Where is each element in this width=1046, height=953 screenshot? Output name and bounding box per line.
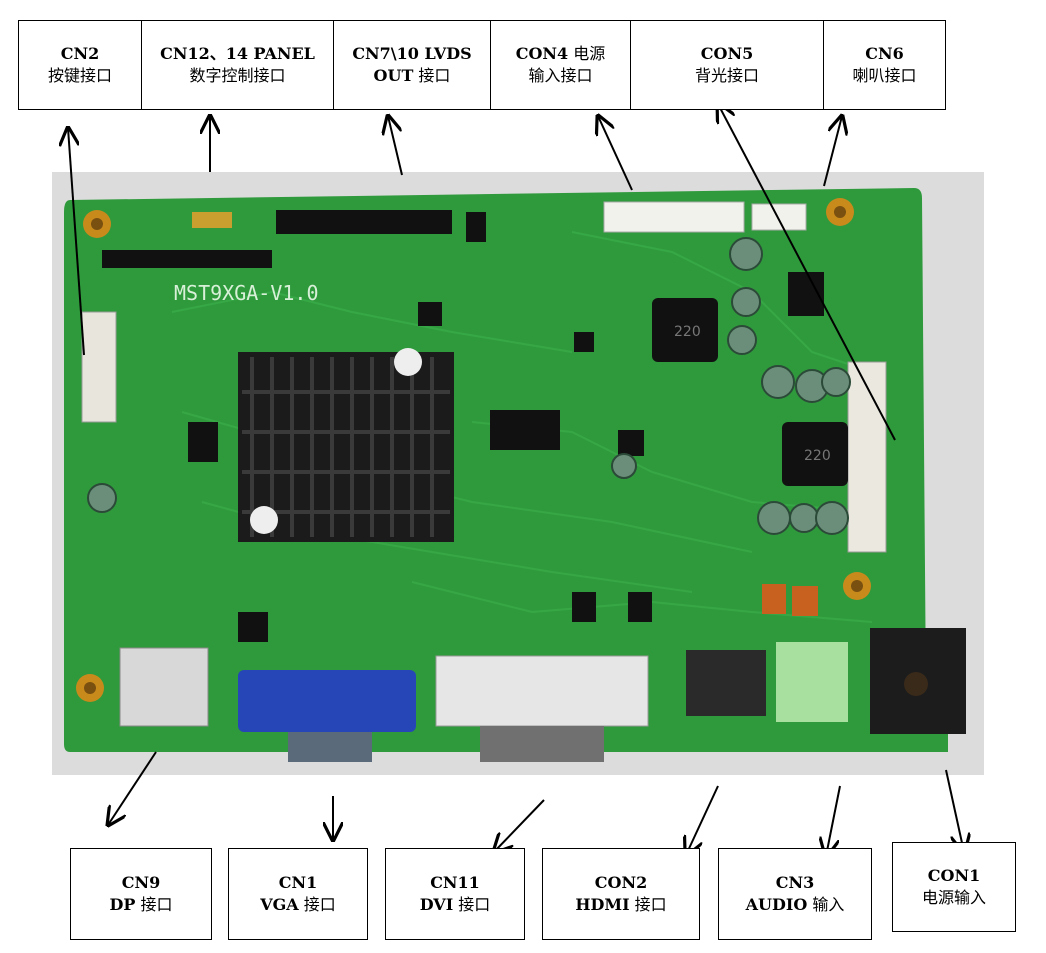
- cn11-dvi-port: [435, 655, 649, 727]
- label-cn7-desc: OUT 接口: [374, 65, 451, 87]
- label-cn1-title: CN1: [278, 873, 318, 892]
- label-con4-title: CON4 电源: [516, 43, 606, 65]
- label-con4: CON4 电源 输入接口: [490, 20, 631, 110]
- inductor-mark: 220: [804, 448, 831, 464]
- label-cn3-audio: AUDIO: [745, 895, 808, 914]
- label-con4-code: CON4: [515, 44, 569, 63]
- label-cn11-suffix: 接口: [453, 895, 491, 914]
- label-cn6-title: CN6: [865, 44, 904, 63]
- label-cn3: CN3 AUDIO 输入: [718, 848, 872, 940]
- label-cn3-suffix: 输入: [807, 895, 845, 914]
- label-cn1-suffix: 接口: [298, 895, 336, 914]
- label-cn1: CN1 VGA 接口: [228, 848, 368, 940]
- label-con1: CON1 电源输入: [892, 842, 1016, 932]
- label-con2-title: CON2: [594, 873, 648, 892]
- label-cn3-desc: AUDIO 输入: [746, 894, 845, 916]
- con5-connector: [847, 361, 887, 553]
- cn1-vga-port: [238, 670, 416, 732]
- pcb-board-photo: MST9XGA-V1.0 220 220: [52, 172, 984, 775]
- label-cn9-desc: DP 接口: [110, 894, 173, 916]
- label-cn2-title: CN2: [60, 44, 100, 63]
- label-con5-title: CON5: [700, 44, 754, 63]
- cn2-connector: [81, 311, 117, 423]
- label-con2-hdmi: HDMI: [575, 895, 630, 914]
- label-cn7-out: OUT: [373, 66, 414, 85]
- label-cn9: CN9 DP 接口: [70, 848, 212, 940]
- label-con2-desc: HDMI 接口: [575, 894, 666, 916]
- label-cn12-desc: 数字控制接口: [189, 66, 286, 85]
- arrow-cn7: [388, 116, 403, 176]
- arrow-cn11: [494, 799, 545, 852]
- label-con4-desc: 输入接口: [528, 66, 593, 85]
- arrow-con2: [686, 785, 719, 855]
- con2-hdmi-port: [686, 650, 766, 716]
- label-cn6-desc: 喇叭接口: [852, 66, 917, 85]
- ic-chip: [490, 410, 560, 450]
- label-con1-desc: 电源输入: [921, 888, 986, 907]
- label-con5: CON5 背光接口: [630, 20, 824, 110]
- label-cn7-suffix: 接口: [413, 66, 451, 85]
- inductor: [652, 298, 718, 362]
- label-cn11: CN11 DVI 接口: [385, 848, 525, 940]
- label-cn12-title: CN12、14 PANEL: [160, 44, 315, 63]
- label-cn2-desc: 按键接口: [47, 66, 112, 85]
- cn9-dp-port: [119, 647, 209, 727]
- arrow-cn3: [826, 785, 841, 856]
- cn12-header: [102, 250, 272, 268]
- arrow-con1: [945, 769, 964, 852]
- label-cn7: CN7\10 LVDS OUT 接口: [333, 20, 491, 110]
- label-con5-desc: 背光接口: [694, 66, 759, 85]
- cn6-connector: [751, 203, 807, 231]
- heatsink: [238, 348, 454, 542]
- label-con4-suffix: 电源: [568, 44, 606, 63]
- silkscreen-label: MST9XGA-V1.0: [174, 281, 319, 305]
- label-cn11-desc: DVI 接口: [420, 894, 491, 916]
- cn7-lvds-header: [276, 210, 452, 234]
- label-cn9-dp: DP: [109, 895, 136, 914]
- label-cn1-desc: VGA 接口: [260, 894, 336, 916]
- label-cn3-title: CN3: [775, 873, 815, 892]
- inductor-mark: 220: [674, 324, 701, 340]
- label-con1-title: CON1: [927, 866, 981, 885]
- label-con2: CON2 HDMI 接口: [542, 848, 700, 940]
- label-cn11-title: CN11: [430, 873, 480, 892]
- label-cn2: CN2 按键接口: [18, 20, 142, 110]
- label-cn11-dvi: DVI: [419, 895, 454, 914]
- label-cn12: CN12、14 PANEL 数字控制接口: [141, 20, 334, 110]
- con4-connector: [603, 201, 745, 233]
- cn3-audio-jack: [776, 642, 848, 722]
- label-con2-suffix: 接口: [629, 895, 667, 914]
- label-cn9-title: CN9: [121, 873, 161, 892]
- label-cn9-suffix: 接口: [135, 895, 173, 914]
- label-cn7-title: CN7\10 LVDS: [352, 44, 472, 63]
- label-cn1-vga: VGA: [260, 895, 299, 914]
- label-cn6: CN6 喇叭接口: [823, 20, 946, 110]
